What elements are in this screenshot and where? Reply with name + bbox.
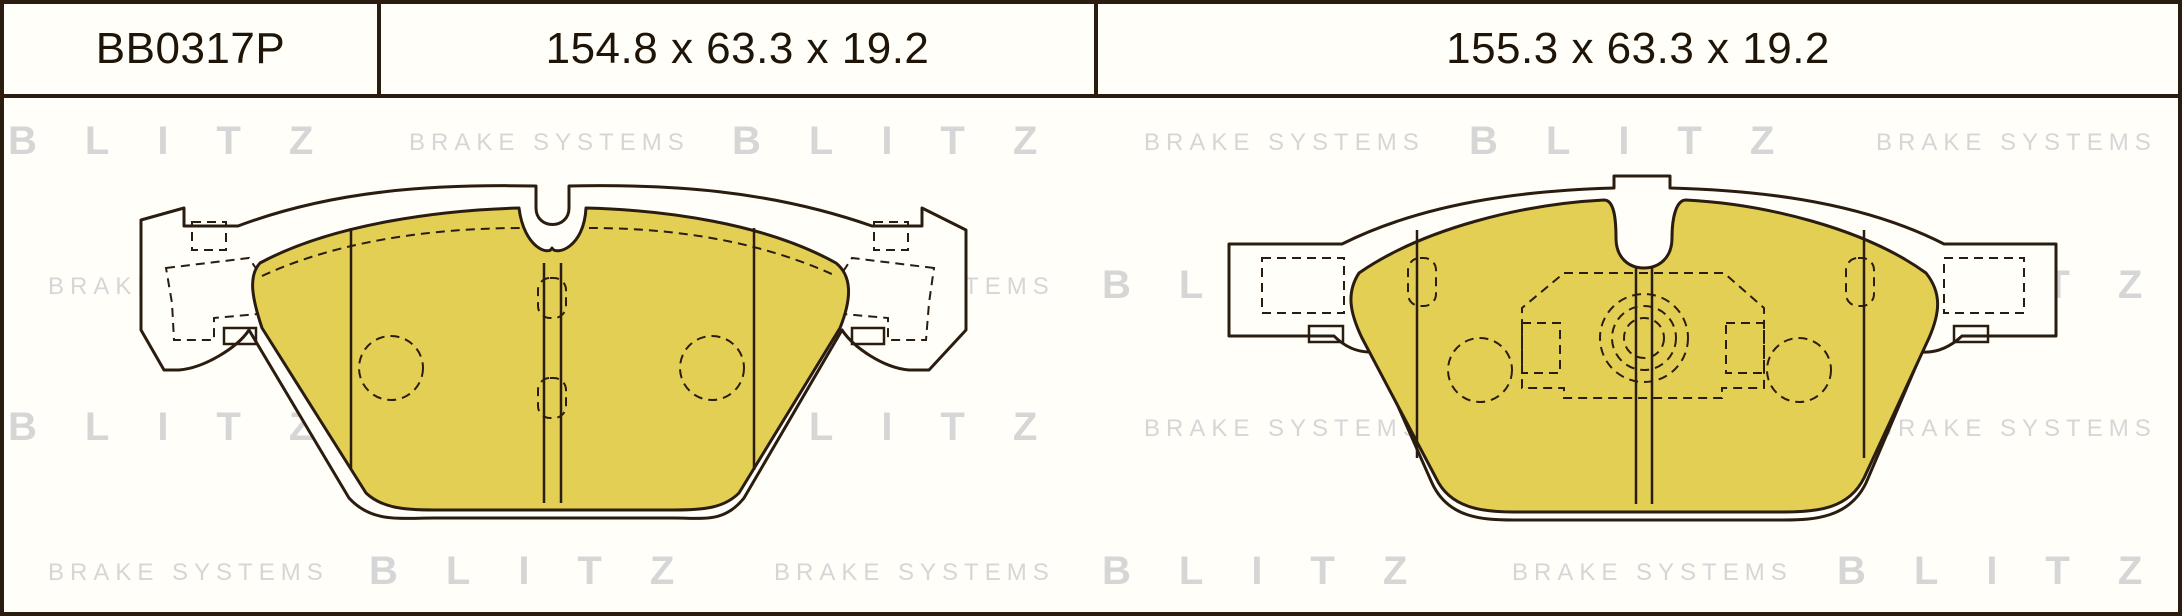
watermark-logo: BLITZ (8, 119, 361, 163)
tab-notch-right (1952, 324, 1990, 344)
watermark-logo: BLITZ (8, 405, 361, 449)
watermark-tagline: BRAKE SYSTEMS (1512, 559, 1793, 586)
sensor-pocket (537, 377, 567, 419)
shim-tab (1725, 322, 1765, 374)
sensor-pocket (1845, 257, 1875, 307)
piston-circle (679, 335, 745, 401)
part-number-cell: BB0317P (4, 4, 381, 94)
clip-slot-right (873, 221, 909, 251)
clip-slot-left (191, 221, 227, 251)
watermark-logo: BLITZ (1469, 119, 1822, 163)
backing-dash-outline-left (831, 256, 936, 341)
brake-pad-right (1227, 174, 2058, 522)
tab-notch-left (1307, 324, 1345, 344)
piston-circle (1766, 337, 1832, 403)
piston-circle-center (1599, 293, 1689, 383)
brake-pad-left (139, 184, 968, 520)
tab-notch-right (850, 326, 886, 346)
watermark-logo: BLITZ (1837, 549, 2178, 593)
watermark-tagline: BRAKE SYSTEMS (409, 129, 690, 156)
watermark-tagline: BRAKE SYSTEMS (1876, 415, 2157, 442)
dimension-left: 154.8 x 63.3 x 19.2 (545, 24, 930, 73)
dimension-right-cell: 155.3 x 63.3 x 19.2 (1098, 4, 2178, 94)
watermark-tagline: BRAKE SYSTEMS (48, 559, 329, 586)
backing-dash-outline-right (1943, 257, 2025, 314)
watermark-tagline: BRAKE SYSTEMS (1144, 129, 1425, 156)
watermark-tagline: BRAKE SYSTEMS (774, 559, 1055, 586)
tab-notch-left (222, 326, 258, 346)
brake-pad-drawing: BLITZ BRAKE SYSTEMS BLITZ BRAKE SYSTEMS … (8, 119, 2178, 593)
piston-circle (1447, 337, 1513, 403)
dimension-right: 155.3 x 63.3 x 19.2 (1446, 24, 1830, 73)
dimension-left-cell: 154.8 x 63.3 x 19.2 (381, 4, 1098, 94)
watermark-logo: BLITZ (1102, 549, 1455, 593)
header-row: BB0317P 154.8 x 63.3 x 19.2 155.3 x 63.3… (4, 4, 2178, 98)
sensor-pocket (537, 277, 567, 319)
sensor-pocket (1407, 257, 1437, 307)
watermark-logo: BLITZ (732, 119, 1085, 163)
watermark-tagline: BRAKE SYSTEMS (1876, 129, 2157, 156)
piston-circle-center (1623, 317, 1665, 359)
piston-circle-center (1611, 305, 1677, 371)
part-number: BB0317P (95, 24, 286, 73)
shim-tab (1521, 322, 1561, 374)
piston-circle (358, 335, 424, 401)
friction-material-left (251, 206, 851, 512)
friction-material-right (1349, 198, 1940, 514)
wear-line-dash-left (261, 227, 837, 277)
watermark-logo: BLITZ (369, 549, 722, 593)
backing-dash-outline-right (1261, 257, 1345, 314)
watermark-tagline: BRAKE SYSTEMS (1144, 415, 1425, 442)
